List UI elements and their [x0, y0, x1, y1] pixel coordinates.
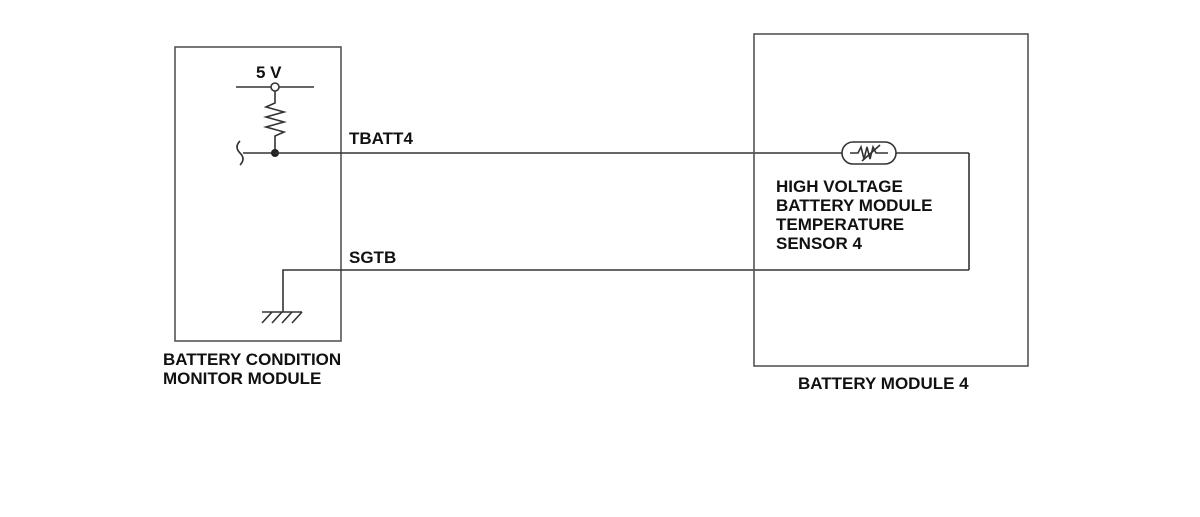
left-module-box — [174, 46, 342, 342]
left-module-name-line1: BATTERY CONDITION — [163, 350, 341, 369]
input-tap-icon — [236, 140, 275, 166]
sensor-name-line3: TEMPERATURE — [776, 215, 904, 234]
sensor-name-line1: HIGH VOLTAGE — [776, 177, 903, 196]
ground-icon — [261, 311, 303, 324]
pullup-resistor-icon — [263, 91, 287, 153]
thermistor-icon — [841, 141, 897, 165]
sensor-name-line2: BATTERY MODULE — [776, 196, 932, 215]
supply-terminal — [270, 82, 280, 92]
left-module-name-line2: MONITOR MODULE — [163, 369, 321, 388]
signal-wire-label: TBATT4 — [349, 129, 413, 148]
right-module-box — [753, 33, 1029, 367]
signal-wire: TBATT4 — [275, 129, 970, 270]
supply-voltage-label: 5 V — [256, 63, 282, 82]
ground-wire-label: SGTB — [349, 248, 396, 267]
sensor-name-line4: SENSOR 4 — [776, 234, 863, 253]
battery-condition-monitor-module: 5 V BATTERY CONDITION MONITOR MODULE — [163, 46, 342, 388]
ground-wire: SGTB — [282, 248, 969, 312]
right-module-name: BATTERY MODULE 4 — [798, 374, 969, 393]
battery-module-4: HIGH VOLTAGE BATTERY MODULE TEMPERATURE … — [753, 33, 1029, 393]
